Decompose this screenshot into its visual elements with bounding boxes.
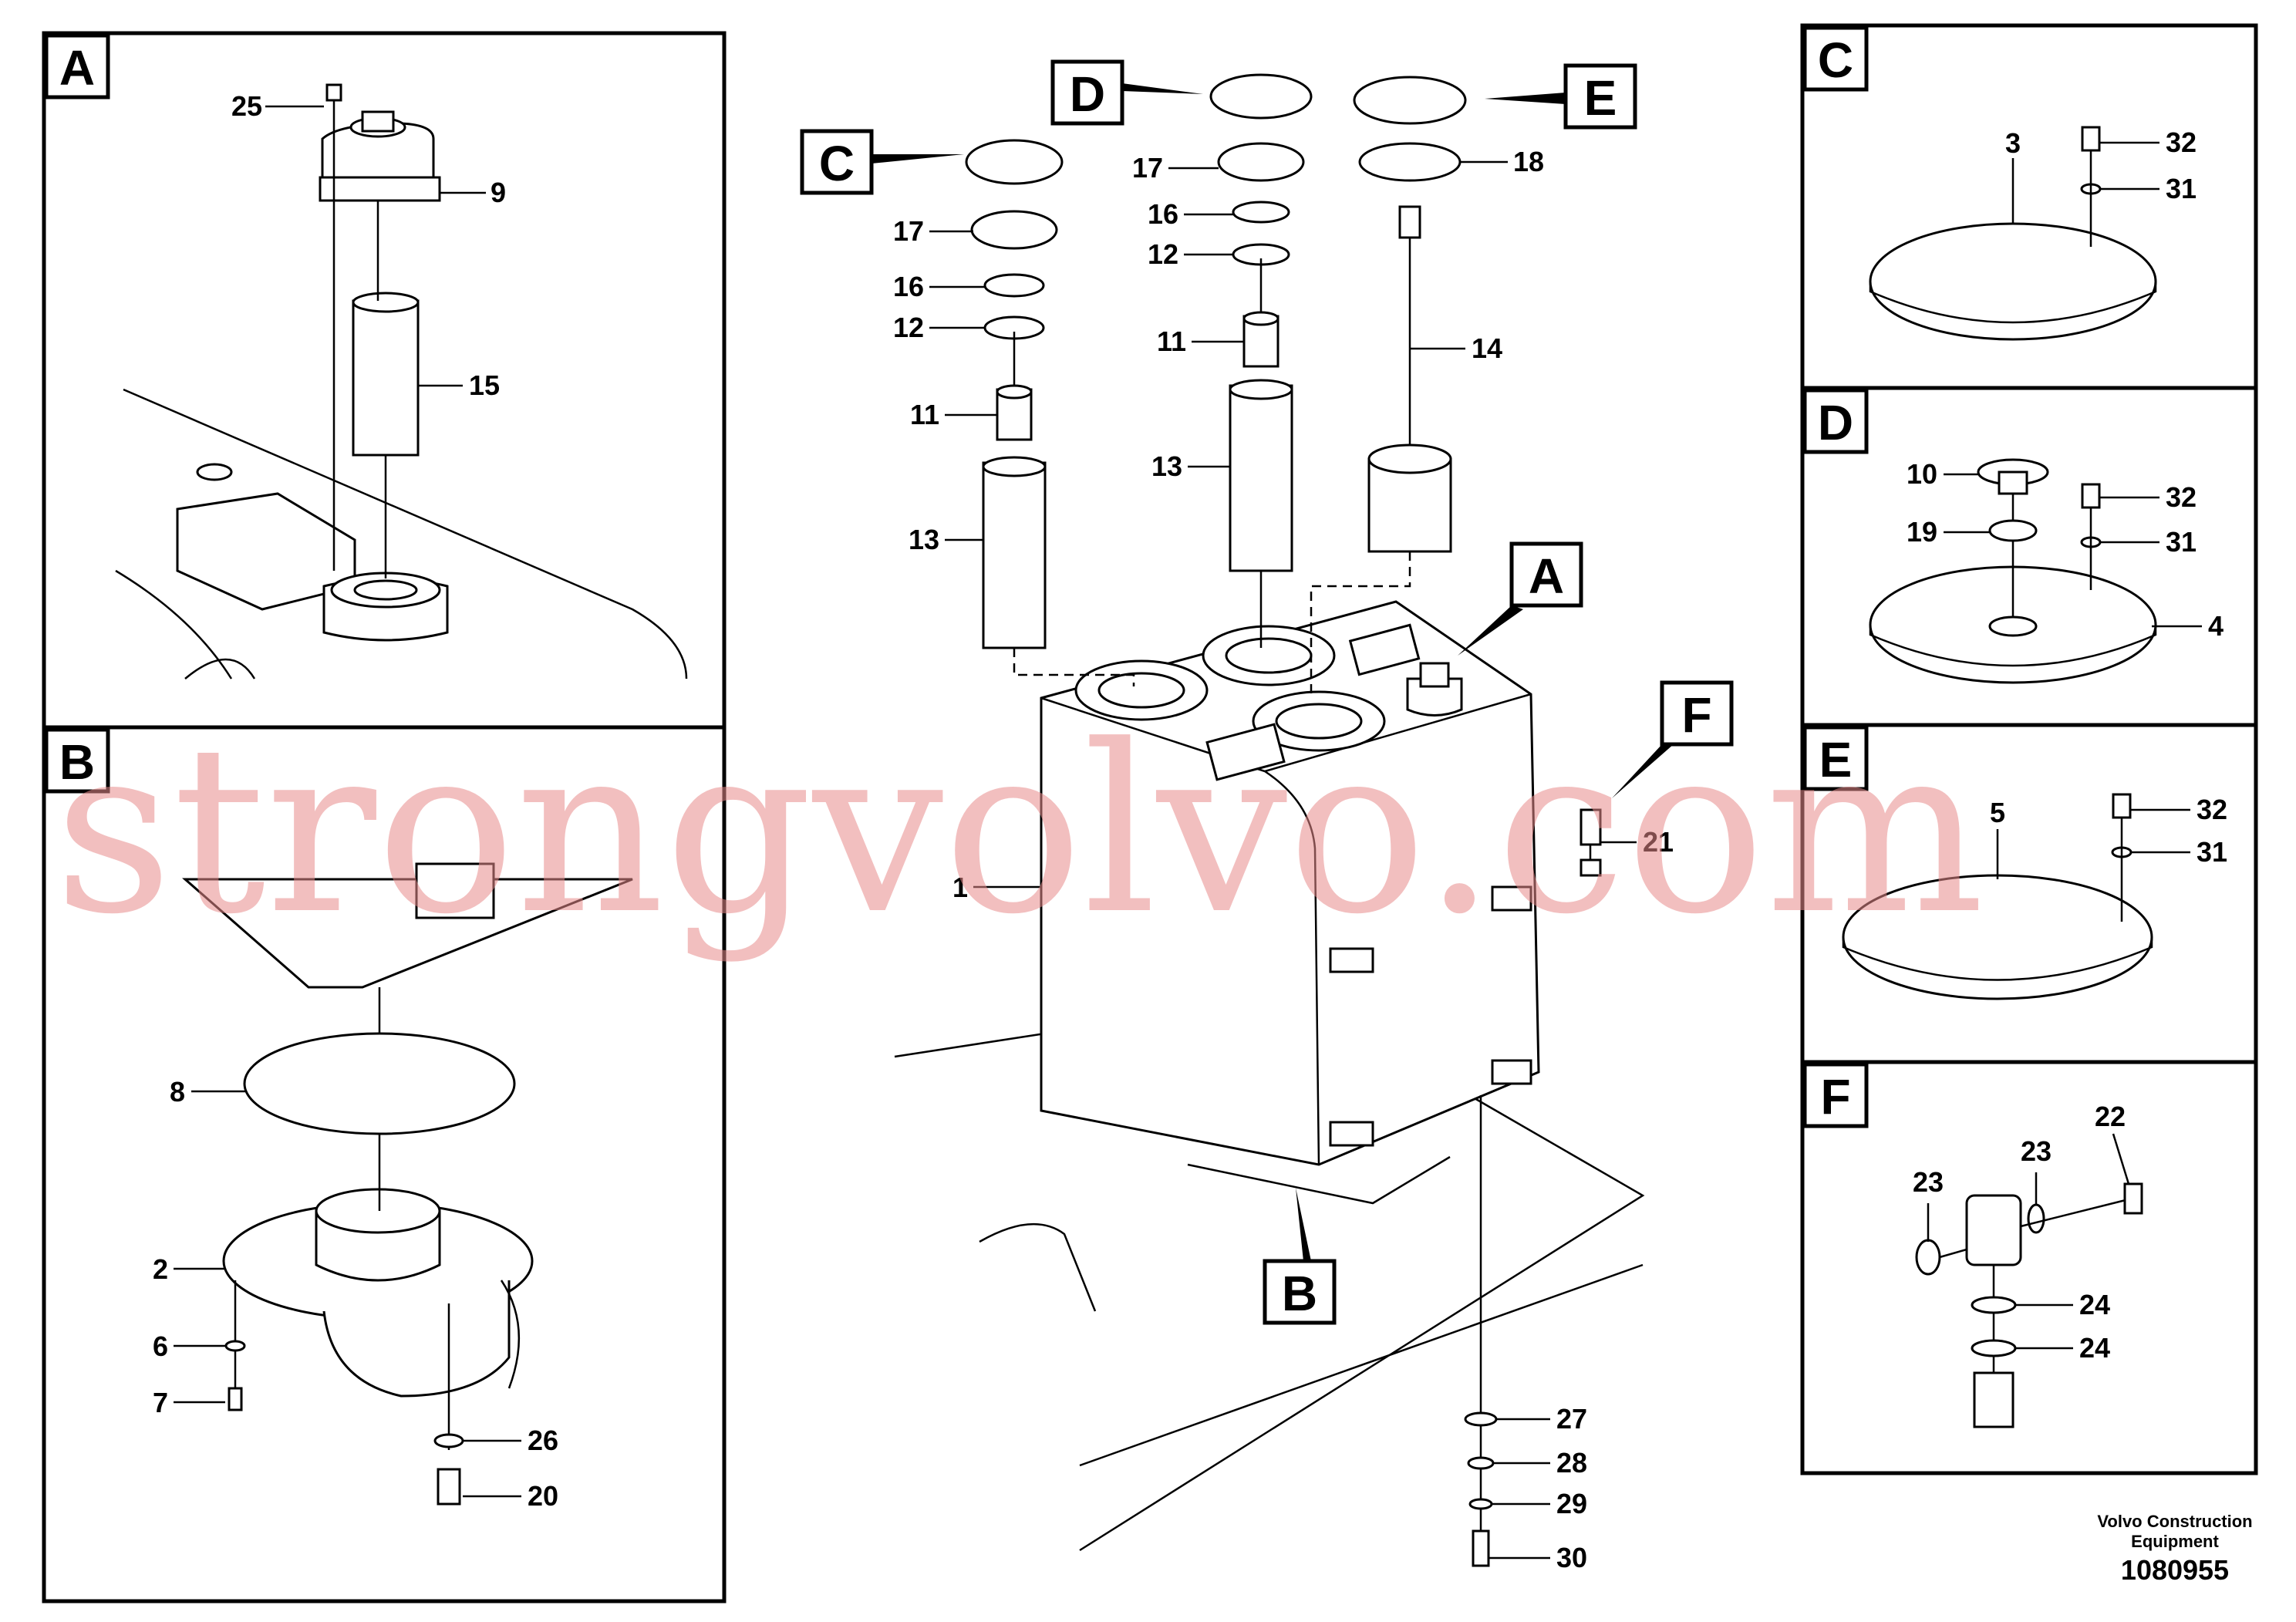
label-24-b: 24 <box>2079 1332 2110 1364</box>
label-26: 26 <box>528 1425 558 1456</box>
panel-a-label: A <box>59 40 95 96</box>
label-22: 22 <box>2095 1101 2126 1132</box>
panel-c-label: C <box>1818 32 1853 88</box>
panel-c: C 3 32 31 <box>1800 23 2258 390</box>
panel-b-label: B <box>59 734 95 790</box>
label-1: 1 <box>952 872 968 903</box>
callout-f: F <box>1681 687 1711 743</box>
label-20: 20 <box>528 1480 558 1512</box>
panel-d-label: D <box>1818 395 1853 450</box>
label-32-d: 32 <box>2166 481 2197 513</box>
label-14: 14 <box>1472 332 1502 364</box>
label-3: 3 <box>2005 127 2021 159</box>
panel-d: D 10 19 32 31 4 <box>1800 386 2258 727</box>
label-31-c: 31 <box>2166 173 2197 204</box>
label-17-c: 17 <box>893 215 924 247</box>
label-30: 30 <box>1556 1542 1587 1573</box>
company-name-line2: Equipment <box>2131 1532 2219 1551</box>
label-11-c: 11 <box>910 399 939 430</box>
label-19: 19 <box>1907 516 1937 548</box>
label-16-d: 16 <box>1148 198 1178 230</box>
label-31-d: 31 <box>2166 526 2197 558</box>
footer: Volvo Construction Equipment 1080955 <box>2097 1512 2252 1586</box>
label-6: 6 <box>153 1330 168 1362</box>
label-5: 5 <box>1990 797 2005 828</box>
panel-e: E 5 32 31 <box>1800 723 2258 1064</box>
panel-f-label: F <box>1820 1069 1850 1125</box>
label-16-c: 16 <box>893 271 924 302</box>
label-32-e: 32 <box>2197 794 2227 825</box>
label-12-c: 12 <box>893 312 924 343</box>
main-assembly: C D E A F B <box>800 59 1734 1573</box>
label-24-a: 24 <box>2079 1289 2110 1320</box>
callout-b: B <box>1282 1266 1317 1321</box>
label-27: 27 <box>1556 1403 1587 1435</box>
label-23-a: 23 <box>1913 1166 1944 1198</box>
label-10: 10 <box>1907 458 1937 490</box>
label-25: 25 <box>231 90 262 122</box>
label-2: 2 <box>153 1253 168 1285</box>
label-15: 15 <box>469 369 500 401</box>
company-name-line1: Volvo Construction <box>2097 1512 2252 1531</box>
callout-d: D <box>1070 66 1105 122</box>
label-13-c: 13 <box>909 524 939 555</box>
callout-e: E <box>1584 70 1617 126</box>
label-17-d: 17 <box>1132 152 1163 184</box>
label-11-d: 11 <box>1157 325 1186 357</box>
panel-b: B 8 2 6 7 26 20 <box>42 725 727 1603</box>
label-28: 28 <box>1556 1447 1587 1479</box>
label-32-c: 32 <box>2166 126 2197 158</box>
label-29: 29 <box>1556 1488 1587 1519</box>
label-8: 8 <box>170 1076 185 1108</box>
label-13-d: 13 <box>1151 450 1182 482</box>
watermark: strongvolvo.com <box>54 696 1984 965</box>
label-18: 18 <box>1513 146 1544 177</box>
label-4: 4 <box>2208 610 2224 642</box>
label-21: 21 <box>1643 826 1674 858</box>
document-number: 1080955 <box>2121 1554 2229 1586</box>
label-31-e: 31 <box>2197 836 2227 868</box>
label-12-d: 12 <box>1148 238 1178 270</box>
callout-a: A <box>1529 548 1564 604</box>
label-7: 7 <box>153 1387 168 1418</box>
label-9: 9 <box>491 177 506 208</box>
panel-a: A 25 9 15 <box>42 31 727 730</box>
panel-e-label: E <box>1819 732 1853 787</box>
callout-c: C <box>819 136 855 191</box>
panel-f: F 23 23 22 24 24 <box>1800 1060 2258 1475</box>
label-23-b: 23 <box>2021 1135 2052 1167</box>
